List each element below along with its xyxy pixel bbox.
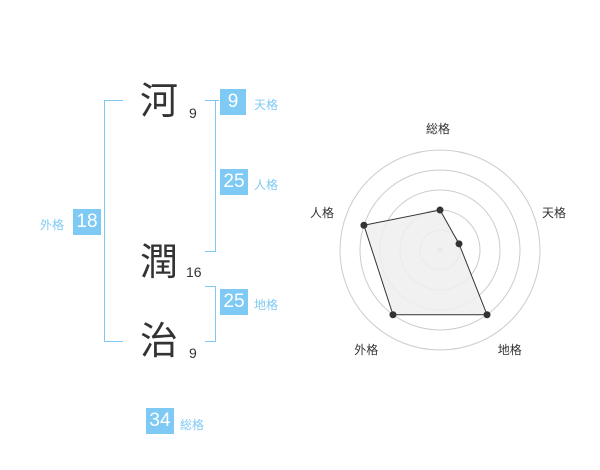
- radar-axis-label: 総格: [426, 122, 451, 136]
- radar-ring: [359, 169, 521, 331]
- radar-point-3: [483, 311, 491, 319]
- gaikaku-bracket: [104, 100, 123, 342]
- radar-axis-label: 人格: [309, 206, 334, 221]
- radar-ring: [339, 149, 541, 351]
- stroke-count-2: 16: [186, 264, 202, 280]
- tenkaku-label: 天格: [254, 98, 279, 112]
- jinkaku-label: 人格: [254, 178, 279, 192]
- name-char-1: 河: [139, 79, 178, 123]
- radar-point-2: [455, 240, 463, 248]
- radar-axis-label: 天格: [542, 206, 567, 221]
- chikaku-value: 25: [220, 289, 248, 315]
- soukaku-value: 34: [146, 408, 174, 434]
- jinkaku-value: 25: [220, 169, 248, 195]
- radar-axis-label: 地格: [497, 342, 522, 357]
- radar-point-4: [389, 311, 397, 319]
- stroke-count-3: 9: [189, 345, 197, 361]
- radar-axis-label: 外格: [354, 342, 379, 357]
- soukaku-label: 総格: [180, 418, 205, 432]
- tenkaku-value: 9: [220, 89, 246, 115]
- gaikaku-value: 18: [73, 209, 101, 235]
- name-char-3: 治: [139, 319, 178, 363]
- chikaku-bracket: [205, 286, 216, 342]
- radar-point-5: [360, 221, 368, 229]
- tenkaku-connector: [205, 100, 219, 101]
- name-char-2: 潤: [139, 240, 178, 284]
- gaikaku-label: 外格: [40, 218, 65, 232]
- radar-polygon: [363, 209, 488, 316]
- radar-point-1: [436, 206, 444, 214]
- chikaku-label: 地格: [254, 298, 279, 312]
- stroke-count-1: 9: [189, 105, 197, 121]
